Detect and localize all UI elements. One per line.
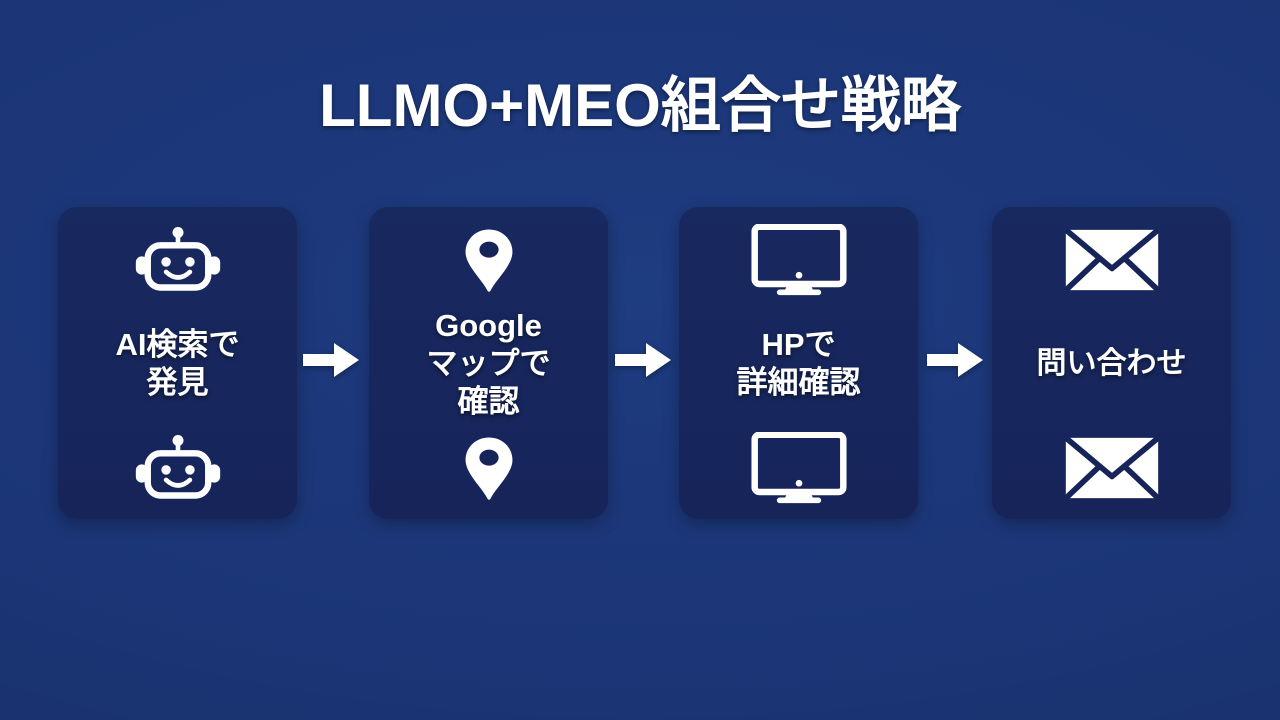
flow-step-google-map[interactable]: Google マップで 確認	[369, 207, 608, 519]
robot-icon-bottom	[66, 435, 289, 499]
flow-step-label: AI検索で 発見	[115, 327, 240, 400]
flow-step-label: Google マップで 確認	[426, 308, 551, 419]
arrow-right-icon-2	[615, 343, 671, 377]
robot-icon-top	[66, 227, 289, 291]
flow-step-label: HPで 詳細確認	[736, 327, 861, 400]
envelope-icon-top	[1000, 227, 1223, 293]
flow-step-homepage[interactable]: HPで 詳細確認	[679, 207, 918, 519]
flow-step-contact[interactable]: 問い合わせ	[992, 207, 1231, 519]
monitor-icon-top	[687, 224, 910, 296]
map-pin-icon-bottom	[377, 437, 600, 500]
arrow-right-icon-3	[927, 343, 983, 377]
flow-step-ai-search[interactable]: AI検索で 発見	[58, 207, 297, 519]
arrow-right-icon-1	[303, 343, 359, 377]
envelope-icon-bottom	[1000, 435, 1223, 501]
page-title: LLMO+MEO組合せ戦略	[319, 72, 961, 139]
flow-diagram: AI検索で 発見	[58, 207, 1231, 519]
map-pin-icon-top	[377, 229, 600, 292]
flow-step-label: 問い合わせ	[1036, 346, 1187, 380]
monitor-icon-bottom	[687, 432, 910, 504]
